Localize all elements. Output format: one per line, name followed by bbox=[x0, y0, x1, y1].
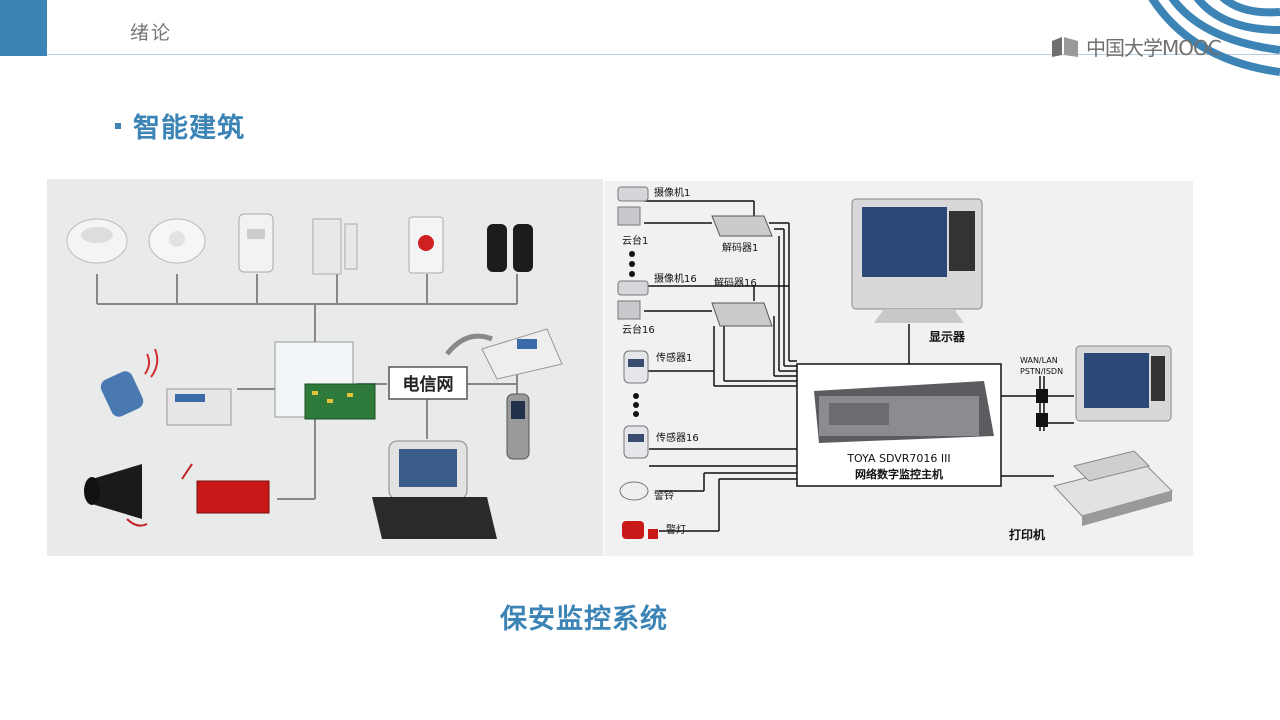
decoder-16-icon bbox=[711, 302, 773, 327]
decoder-1-label: 解码器1 bbox=[722, 241, 758, 254]
remote-monitor-icon bbox=[1075, 345, 1172, 422]
ellipsis-dots-2 bbox=[633, 393, 639, 417]
header-divider bbox=[47, 54, 1280, 55]
beam-detector-icon bbox=[487, 224, 533, 272]
ptz-1-label: 云台1 bbox=[622, 234, 648, 247]
smart-building-svg: 电信网 bbox=[66, 213, 563, 539]
host-name-label: 网络数字监控主机 bbox=[855, 467, 943, 481]
section-title: 绪论 bbox=[130, 22, 173, 44]
ptz-16-label: 云台16 bbox=[622, 323, 655, 336]
sensor-1-icon bbox=[623, 350, 649, 384]
camera-16-label: 摄像机16 bbox=[654, 272, 697, 285]
smart-building-diagram: 电信网 bbox=[47, 179, 603, 556]
camera-1-label: 摄像机1 bbox=[654, 186, 690, 199]
header-accent-block bbox=[0, 0, 47, 56]
security-monitoring-svg: 摄像机1 云台1 摄像机16 云台16 解码器1 解码器16 传感器1 bbox=[617, 186, 1173, 542]
wan-lan-label: WAN/LAN bbox=[1020, 356, 1058, 365]
telecom-network-label: 电信网 bbox=[403, 374, 454, 395]
remote-control-icon bbox=[100, 348, 159, 417]
decorative-stripes bbox=[1148, 0, 1280, 76]
smoke-detector-icon bbox=[66, 218, 128, 264]
alarm-light-label: 警灯 bbox=[666, 523, 686, 536]
alarm-bell-icon bbox=[619, 481, 649, 501]
security-monitoring-diagram: 摄像机1 云台1 摄像机16 云台16 解码器1 解码器16 传感器1 bbox=[604, 181, 1193, 556]
panic-button-icon bbox=[408, 216, 444, 274]
strobe-light-icon bbox=[181, 463, 270, 514]
mobile-phone-icon bbox=[506, 393, 530, 460]
dvr-host-icon bbox=[814, 381, 994, 443]
display-label: 显示器 bbox=[929, 330, 966, 344]
sensor-1-label: 传感器1 bbox=[656, 351, 692, 364]
sensor-16-label: 传感器16 bbox=[656, 431, 699, 444]
printer-label: 打印机 bbox=[1009, 527, 1045, 542]
monitor-station-icon bbox=[372, 440, 497, 539]
host-model-label: TOYA SDVR7016 III bbox=[846, 452, 950, 465]
alarm-control-panel-icon bbox=[274, 341, 376, 420]
sensor-16-icon bbox=[623, 425, 649, 459]
mooc-book-icon bbox=[1052, 36, 1078, 57]
telephone-icon bbox=[445, 328, 563, 380]
pstn-isdn-label: PSTN/ISDN bbox=[1020, 367, 1063, 376]
display-monitor-icon bbox=[851, 198, 983, 323]
diagram-caption: 保安监控系统 bbox=[500, 604, 668, 635]
keypad-icon bbox=[166, 388, 232, 426]
bullet-title: 智能建筑 bbox=[133, 113, 245, 144]
slide-header: 绪论 bbox=[0, 0, 1280, 56]
bullet-heading: 智能建筑 bbox=[115, 106, 245, 145]
camera-16-icon bbox=[617, 280, 649, 320]
alarm-light-icon bbox=[622, 521, 658, 539]
telecom-network-box bbox=[388, 366, 468, 400]
camera-1-icon bbox=[617, 186, 649, 226]
decoder-1-icon bbox=[711, 215, 773, 237]
siren-icon bbox=[84, 464, 148, 527]
decoder-16-label: 解码器16 bbox=[714, 276, 757, 289]
mooc-logo: 中国大学MOOC bbox=[1050, 32, 1222, 61]
pir-sensor-icon bbox=[238, 213, 274, 273]
door-contact-icon bbox=[312, 218, 358, 275]
ceiling-sensor-icon bbox=[148, 218, 206, 264]
bullet-marker bbox=[115, 122, 121, 129]
printer-icon bbox=[1053, 450, 1173, 526]
logo-text: 中国大学MOOC bbox=[1086, 36, 1222, 60]
ellipsis-dots bbox=[629, 251, 635, 277]
alarm-bell-label: 警铃 bbox=[654, 489, 674, 502]
